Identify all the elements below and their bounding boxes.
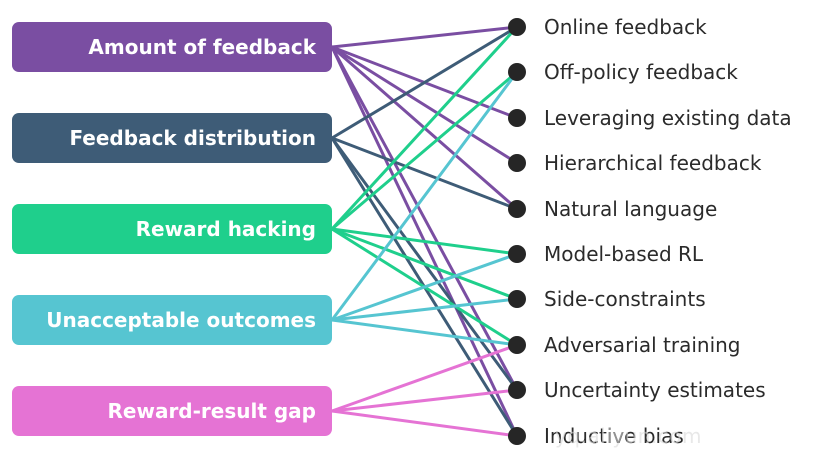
solution-uncertainty-estimates: Uncertainty estimates [508,378,766,402]
problem-label: Amount of feedback [88,35,316,59]
solution-label: Leveraging existing data [544,106,792,130]
connection-line [330,388,519,413]
solution-label: Off-policy feedback [544,60,738,84]
node-dot [508,63,526,81]
connection-line [330,252,519,322]
solution-side-constraints: Side-constraints [508,287,706,311]
problem-box-feedback-distribution: Feedback distribution [12,113,332,163]
problem-label: Unacceptable outcomes [46,308,316,332]
connection-line [330,25,519,231]
problem-label: Reward hacking [136,217,316,241]
connection-lines [330,25,519,438]
solution-leveraging-existing-data: Leveraging existing data [508,106,792,130]
connection-line [330,45,519,392]
node-dot [508,290,526,308]
solution-list: Online feedback Off-policy feedback Leve… [508,15,792,448]
connection-line [330,136,519,211]
problem-label: Feedback distribution [69,126,316,150]
node-dot [508,381,526,399]
connection-line [330,318,519,347]
solution-label: Side-constraints [544,287,706,311]
solution-label: Uncertainty estimates [544,378,766,402]
problem-boxes: Amount of feedback Feedback distribution… [12,22,332,436]
solution-model-based-rl: Model-based RL [508,242,704,266]
connection-line [330,25,519,49]
solution-off-policy-feedback: Off-policy feedback [508,60,738,84]
solution-label: Model-based RL [544,242,704,266]
solution-label: Natural language [544,197,717,221]
node-dot [508,18,526,36]
problem-box-reward-result-gap: Reward-result gap [12,386,332,436]
node-dot [508,427,526,445]
node-dot [508,245,526,263]
solution-adversarial-training: Adversarial training [508,333,741,357]
connection-line [330,297,519,322]
solution-label: Adversarial training [544,333,741,357]
solution-label: Hierarchical feedback [544,151,762,175]
node-dot [508,109,526,127]
connection-line [330,227,519,256]
solution-label: Online feedback [544,15,707,39]
node-dot [508,336,526,354]
solution-online-feedback: Online feedback [508,15,707,39]
problem-box-reward-hacking: Reward hacking [12,204,332,254]
connection-line [330,70,519,231]
node-dot [508,200,526,218]
connection-line [330,70,519,322]
solution-natural-language: Natural language [508,197,717,221]
connection-line [330,343,519,413]
connection-line [330,45,519,165]
connection-line [330,227,519,301]
watermark-text: yq.aliyun.com [555,424,703,448]
solution-hierarchical-feedback: Hierarchical feedback [508,151,762,175]
problem-box-unacceptable-outcomes: Unacceptable outcomes [12,295,332,345]
connection-line [330,25,519,140]
problem-label: Reward-result gap [108,399,317,423]
problem-box-amount-of-feedback: Amount of feedback [12,22,332,72]
node-dot [508,154,526,172]
solution-inductive-bias: Inductive bias [508,424,684,448]
solution-label: Inductive bias [544,424,684,448]
connection-line [330,409,519,438]
